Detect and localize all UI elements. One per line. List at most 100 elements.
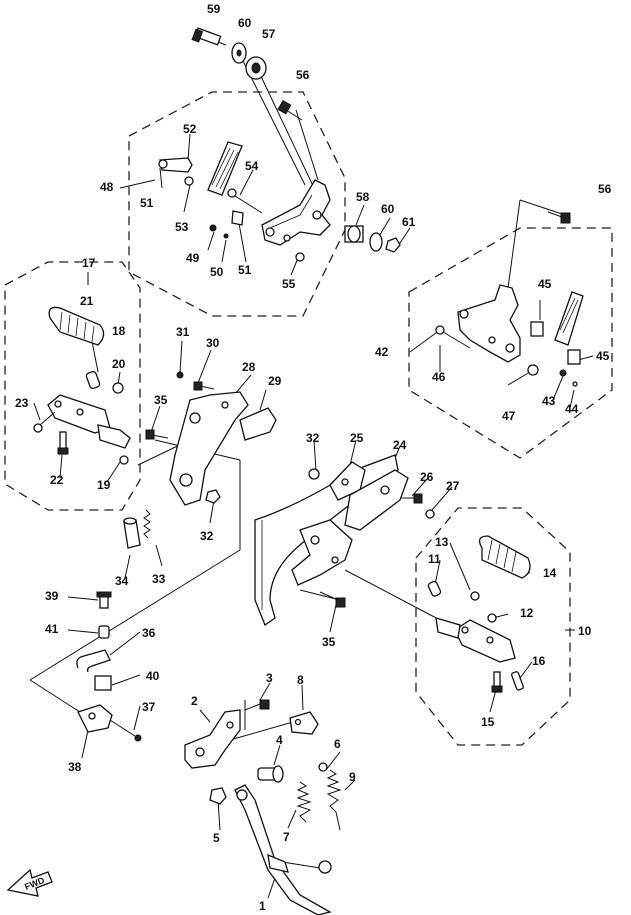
- washer-60-top: [231, 42, 247, 64]
- leader-lines: [29, 37, 594, 899]
- callout-43: 43: [542, 394, 556, 408]
- callout-26: 26: [420, 470, 434, 484]
- callout-11: 11: [428, 552, 441, 566]
- spring-20: [112, 382, 124, 394]
- spring-33: [143, 509, 151, 539]
- callout-12: 12: [520, 606, 534, 620]
- bracket-45a: [530, 321, 544, 337]
- callout-5: 5: [213, 831, 220, 845]
- callout-10: 10: [578, 624, 592, 638]
- callout-19: 19: [97, 478, 111, 492]
- footpeg-bracket-right: [435, 617, 516, 663]
- bracket-45b: [567, 349, 581, 365]
- pin-6: [318, 762, 328, 772]
- washer-19: [119, 455, 129, 465]
- bracket-24: [344, 469, 409, 531]
- collar-34: [123, 517, 141, 549]
- footpeg-rubber-top: [207, 141, 243, 196]
- callout-18: 18: [112, 324, 126, 338]
- bolt-35-center: [319, 591, 346, 608]
- footpeg-rubber-right-lower: [478, 535, 531, 579]
- callout-33: 33: [152, 572, 166, 586]
- bolt-39: [96, 591, 112, 609]
- washer-60-right: [369, 232, 383, 252]
- callout-45-right: 45: [596, 349, 610, 363]
- bolt-26: [400, 493, 423, 504]
- callout-58: 58: [356, 190, 370, 204]
- pin-54: [227, 188, 263, 214]
- callout-49: 49: [186, 251, 200, 265]
- callout-3: 3: [266, 671, 273, 685]
- callout-labels: 59 60 57 56 52 48 51 53 54 49 50 51 55 5…: [15, 2, 612, 913]
- callout-51-right: 51: [238, 263, 252, 277]
- callout-42: 42: [375, 345, 389, 359]
- callout-46: 46: [432, 370, 446, 384]
- assembly-outline-10: [415, 507, 571, 746]
- washer-27: [425, 509, 435, 519]
- plate-8: [289, 711, 319, 735]
- callout-51-left: 51: [140, 196, 154, 210]
- nut-32-left: [205, 489, 221, 504]
- callout-52: 52: [183, 122, 197, 136]
- callout-59: 59: [207, 2, 221, 16]
- callout-45-top: 45: [538, 277, 552, 291]
- callout-22: 22: [50, 473, 64, 487]
- fwd-arrow-icon: FWD: [6, 868, 53, 897]
- washer-55: [295, 252, 305, 262]
- callout-38: 38: [68, 760, 82, 774]
- bolt-16: [511, 671, 524, 691]
- callout-16: 16: [532, 654, 546, 668]
- assembly-outline-17: [4, 261, 141, 511]
- bolt-22: [57, 431, 69, 455]
- top-bolt-59: [191, 27, 222, 46]
- callout-34: 34: [115, 574, 129, 588]
- callout-8: 8: [297, 673, 304, 687]
- bolt-56-right: [547, 211, 571, 224]
- callout-20: 20: [112, 357, 126, 371]
- callout-30: 30: [206, 336, 220, 350]
- plate-25: [329, 461, 366, 501]
- callout-9: 9: [349, 770, 356, 784]
- nut-61: [385, 237, 401, 253]
- side-stand-1: [234, 784, 332, 915]
- pivot-bolt-4: [257, 765, 284, 783]
- pin-18: [85, 370, 101, 390]
- pin-11: [427, 580, 442, 597]
- callout-13: 13: [435, 535, 449, 549]
- bolt-31: [176, 371, 184, 379]
- footpeg-mount-center: [291, 519, 353, 586]
- pin-43: [559, 369, 567, 377]
- callout-32-center: 32: [306, 431, 320, 445]
- callout-4: 4: [276, 733, 283, 747]
- callout-24: 24: [393, 438, 407, 452]
- callout-56-right: 56: [598, 182, 612, 196]
- callout-32-left: 32: [200, 529, 214, 543]
- plate-40: [94, 675, 112, 691]
- callout-48: 48: [100, 180, 114, 194]
- callout-54: 54: [245, 159, 259, 173]
- bolt-23: [33, 411, 56, 433]
- bolt-37: [109, 719, 142, 742]
- bolt-3: [244, 699, 270, 711]
- spring-7: [296, 781, 312, 823]
- bracket-52: [158, 157, 193, 173]
- center-frame-plate: [254, 454, 399, 627]
- spring-13: [470, 591, 480, 601]
- footpeg-bracket-left: [47, 394, 131, 449]
- heel-guard-bracket: [261, 179, 331, 246]
- callout-35-left: 35: [154, 393, 168, 407]
- nut-32-center: [308, 468, 320, 480]
- callout-25: 25: [350, 431, 364, 445]
- callout-28: 28: [242, 360, 256, 374]
- callout-60-right: 60: [381, 202, 395, 216]
- assembly-outline-42: [408, 227, 613, 459]
- callout-17: 17: [82, 256, 96, 270]
- collar-58: [344, 225, 364, 243]
- callout-35-center: 35: [322, 635, 336, 649]
- callout-31: 31: [176, 325, 190, 339]
- bolt-56-top: [277, 99, 303, 121]
- callout-37: 37: [142, 700, 156, 714]
- washer-12: [487, 613, 497, 623]
